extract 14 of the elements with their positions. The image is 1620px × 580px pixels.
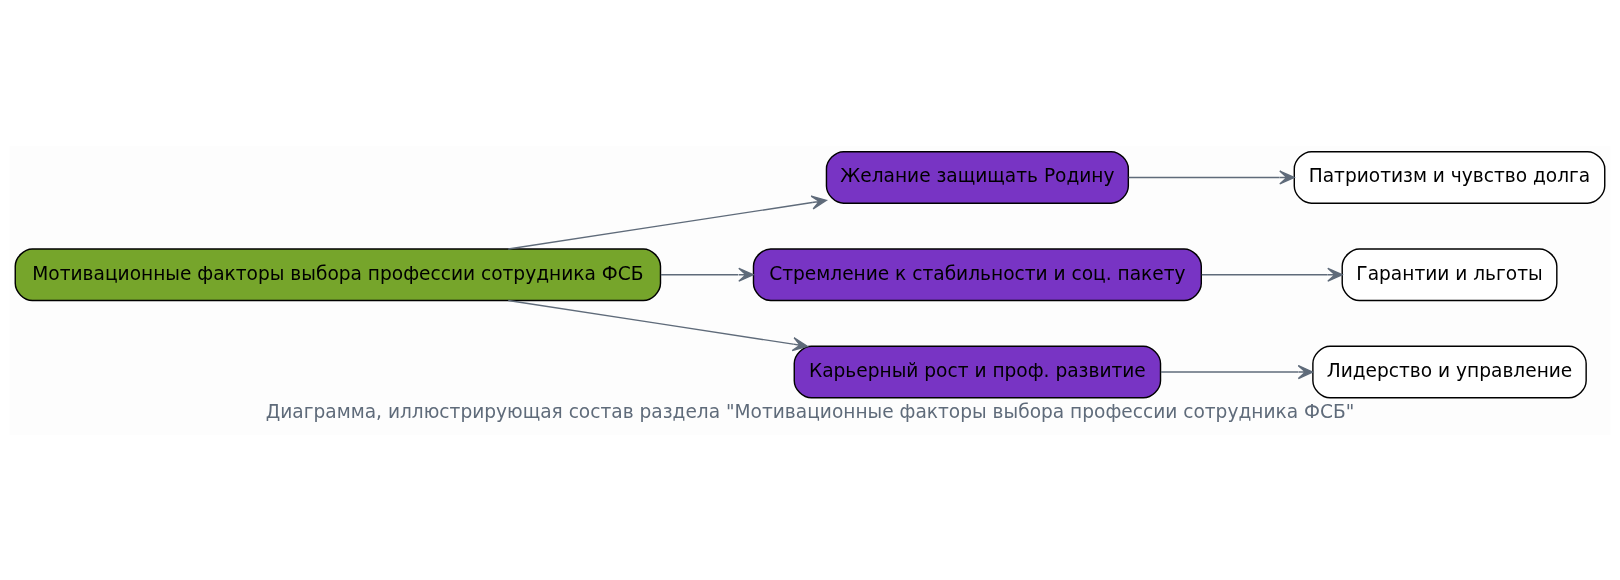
node-box: Стремление к стабильности и соц. пакету	[752, 247, 1202, 301]
arrow	[1160, 364, 1314, 379]
caption: Диаграмма, иллюстрирующая состав раздела "Мотивационные факторы выбора профессии сотрудника ФСБ"	[265, 400, 1355, 422]
node-box: Патриотизм и чувство долга	[1293, 150, 1606, 204]
arrow	[507, 299, 809, 351]
node-box: Желание защищать Родину	[825, 150, 1130, 204]
arrow	[660, 267, 754, 282]
node-box: Карьерный рост и проф. развитие	[793, 345, 1162, 398]
arrow	[1201, 267, 1343, 282]
node-box: Лидерство и управление	[1312, 345, 1587, 398]
node-box: Гарантии и льготы	[1341, 247, 1558, 301]
node-box: Мотивационные факторы выбора профессии сотрудника ФСБ	[14, 247, 662, 301]
arrow	[1127, 169, 1295, 185]
arrow	[507, 194, 828, 250]
